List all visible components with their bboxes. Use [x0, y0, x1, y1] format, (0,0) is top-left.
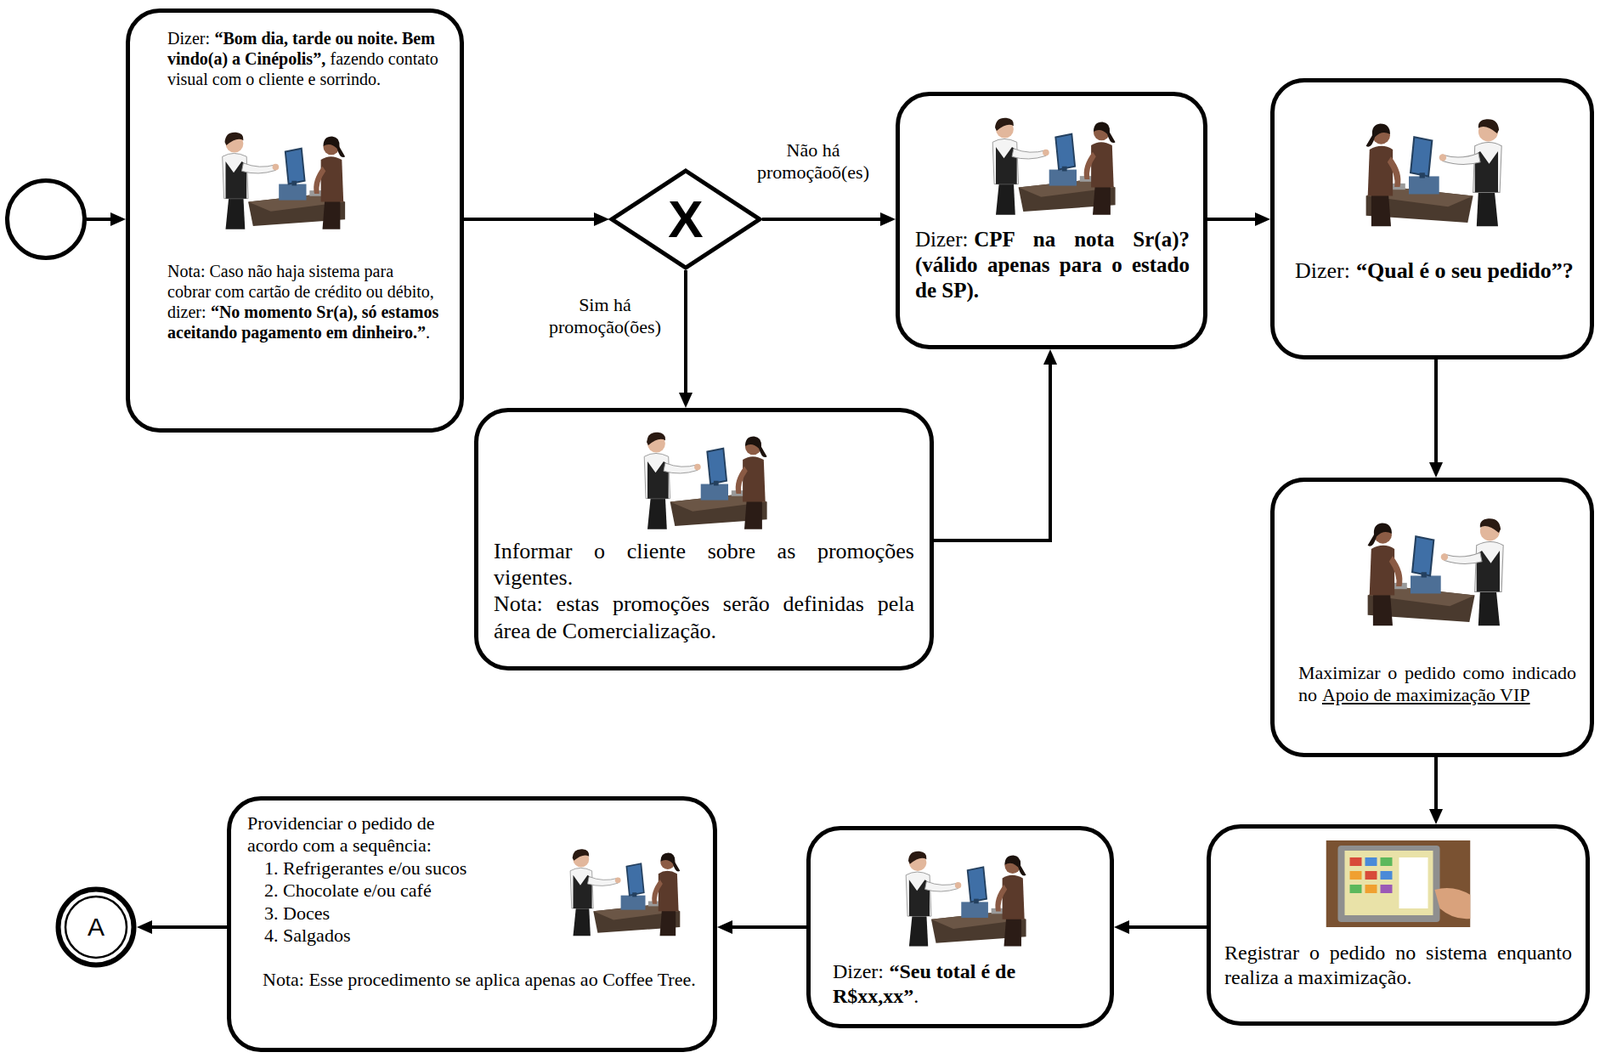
process-box: Maximizar o pedido como indicado noApoio… — [1270, 477, 1595, 758]
flow-arrow — [1434, 359, 1438, 470]
text-block: 3. Doces — [264, 902, 696, 925]
figure-slot — [1346, 104, 1526, 232]
figure-slot — [551, 841, 696, 937]
figure-slot — [1348, 503, 1527, 632]
node-text: 2. Chocolate e/ou café — [264, 879, 432, 901]
node-text: “Qual é o seu pedido”? — [1356, 258, 1574, 283]
edge-label: Não há promoçãoõ(es) — [740, 139, 886, 185]
start-event — [5, 178, 87, 261]
text-block: Nota: estas promoções serão definidas pe… — [493, 590, 915, 644]
flow-arrow — [1122, 925, 1207, 929]
text-block: Dizer:“Bom dia, tarde ou noite. Bem vind… — [167, 28, 440, 90]
figure-slot — [885, 842, 1044, 948]
node-text: Dizer: — [915, 227, 968, 251]
node-text: Nota: Esse procedimento se aplica apenas… — [262, 968, 696, 990]
node-text: X — [667, 189, 703, 249]
figure-slot — [623, 424, 786, 530]
process-box: Dizer:CPF na nota Sr(a)? (válido apenas … — [895, 91, 1208, 350]
text-block: 2. Chocolate e/ou café — [264, 879, 696, 902]
process-box: Dizer:“Seu total é de R$xx,xx”. — [806, 825, 1114, 1029]
process-box: Dizer:“Bom dia, tarde ou noite. Bem vind… — [125, 8, 464, 433]
decision-gateway: X — [609, 168, 763, 271]
node-text: . — [425, 322, 430, 342]
flow-arrow — [684, 270, 688, 400]
text-block: Dizer:“Qual é o seu pedido”? — [1294, 257, 1577, 284]
illustration — [992, 118, 1115, 215]
node-text: Dizer: — [167, 28, 210, 48]
node-text: . — [913, 984, 919, 1007]
text-block: Maximizar o pedido como indicado noApoio… — [1298, 661, 1577, 707]
text-block: Registrar o pedido no sistema enquanto r… — [1224, 940, 1572, 990]
flow-arrow — [762, 217, 888, 221]
figure-slot — [201, 121, 363, 232]
process-box: Registrar o pedido no sistema enquanto r… — [1206, 824, 1590, 1026]
illustration — [570, 848, 680, 936]
node-text: 3. Doces — [264, 902, 330, 924]
text-block: Nota: Esse procedimento se aplica apenas… — [262, 968, 696, 991]
text-block: Providenciar o pedido de acordo com a se… — [247, 812, 490, 858]
flow-arrow — [463, 217, 601, 221]
node-text: A — [87, 912, 105, 941]
text-block: A — [87, 911, 105, 943]
illustration — [644, 432, 767, 530]
text-block: Dizer:“Seu total é de R$xx,xx”. — [832, 959, 1097, 1009]
illustration — [905, 851, 1026, 947]
text-block: Informar o cliente sobre as promoções vi… — [493, 537, 915, 591]
node-text: 4. Salgados — [264, 924, 351, 946]
flow-arrow — [933, 357, 1051, 541]
illustration — [1326, 840, 1471, 928]
node-text: Registrar o pedido no sistema enquanto r… — [1224, 941, 1572, 989]
node-text: “No momento Sr(a), só estamos aceitando … — [167, 302, 439, 342]
flow-arrow — [145, 925, 227, 929]
figure-slot — [972, 107, 1134, 217]
node-text: Informar o cliente sobre as promoções vi… — [493, 538, 915, 590]
node-text: Apoio de maximização VIP — [1322, 684, 1531, 706]
illustration — [222, 132, 345, 230]
node-text: Providenciar o pedido de acordo com a se… — [247, 812, 436, 856]
text-block: Dizer:CPF na nota Sr(a)? (válido apenas … — [915, 226, 1190, 304]
flow-arrow — [86, 217, 118, 221]
flow-arrow — [725, 925, 807, 929]
link-event: A — [55, 886, 137, 968]
text-block: 1. Refrigerantes e/ou sucos — [264, 857, 696, 880]
process-box: Providenciar o pedido de acordo com a se… — [226, 796, 718, 1052]
text-block: X — [667, 187, 703, 251]
flow-arrow — [1207, 217, 1262, 221]
process-box: Informar o cliente sobre as promoções vi… — [474, 407, 934, 671]
edge-label: Sim há promoção(ões) — [541, 293, 669, 340]
node-text: Dizer: — [1294, 258, 1351, 283]
figure-slot — [1326, 840, 1471, 928]
text-block: Nota: Caso não haja sistema para cobrar … — [167, 260, 440, 343]
flow-arrow — [1434, 757, 1438, 816]
illustration — [1366, 118, 1503, 227]
node-text: 1. Refrigerantes e/ou sucos — [264, 857, 467, 879]
process-box: Dizer:“Qual é o seu pedido”? — [1270, 78, 1595, 360]
node-text: Nota: estas promoções serão definidas pe… — [493, 591, 915, 643]
illustration — [1368, 518, 1504, 626]
text-block: 4. Salgados — [264, 924, 696, 947]
node-text: Dizer: — [832, 960, 884, 983]
